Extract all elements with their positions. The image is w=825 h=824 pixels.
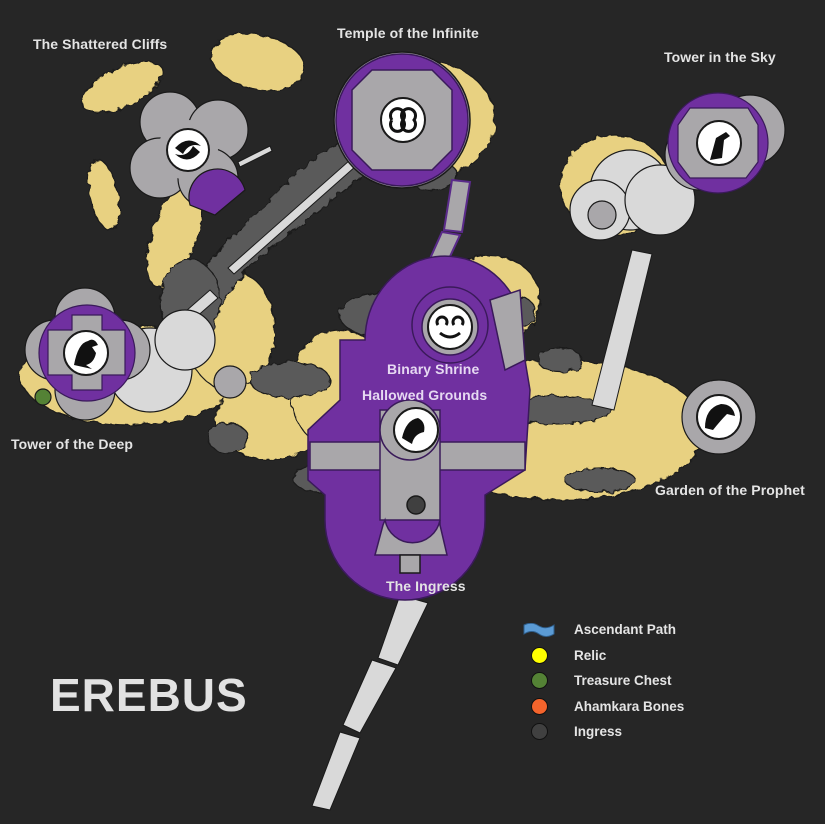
flag-icon (522, 622, 556, 637)
map-legend: Ascendant Path Relic Treasure Chest Aham… (522, 617, 684, 745)
tower-in-the-sky-area (569, 92, 786, 241)
legend-label: Relic (574, 647, 607, 663)
legend-item-treasure-chest: Treasure Chest (522, 668, 684, 694)
treasure-chest-marker (34, 388, 52, 406)
legend-item-ahamkara-bones: Ahamkara Bones (522, 694, 684, 720)
label-tower-in-the-sky: Tower in the Sky (664, 49, 776, 65)
legend-label: Ascendant Path (574, 622, 677, 638)
legend-item-relic: Relic (522, 643, 684, 669)
label-tower-of-the-deep: Tower of the Deep (11, 436, 134, 452)
ingress-dot-icon (530, 723, 548, 741)
label-binary-shrine: Binary Shrine (387, 361, 480, 377)
label-garden-of-the-prophet: Garden of the Prophet (655, 482, 805, 498)
label-hallowed-grounds: Hallowed Grounds (362, 387, 488, 403)
label-the-ingress: The Ingress (386, 578, 466, 594)
legend-label: Treasure Chest (574, 673, 672, 689)
legend-item-ingress: Ingress (522, 719, 684, 745)
ahamkara-bones-dot-icon (530, 697, 548, 715)
legend-label: Ingress (574, 724, 623, 740)
binary-shrine-emblem-icon (427, 304, 473, 350)
treasure-chest-dot-icon (530, 672, 548, 690)
label-temple-of-the-infinite: Temple of the Infinite (337, 25, 479, 41)
relic-dot-icon (530, 646, 548, 664)
shattered-cliffs-emblem-icon (166, 128, 210, 172)
bridges (169, 145, 653, 811)
legend-item-ascendant-path: Ascendant Path (522, 617, 684, 643)
legend-label: Ahamkara Bones (574, 698, 685, 714)
label-shattered-cliffs: The Shattered Cliffs (33, 36, 168, 52)
ingress-marker (406, 495, 426, 515)
map-title: EREBUS (50, 669, 248, 721)
